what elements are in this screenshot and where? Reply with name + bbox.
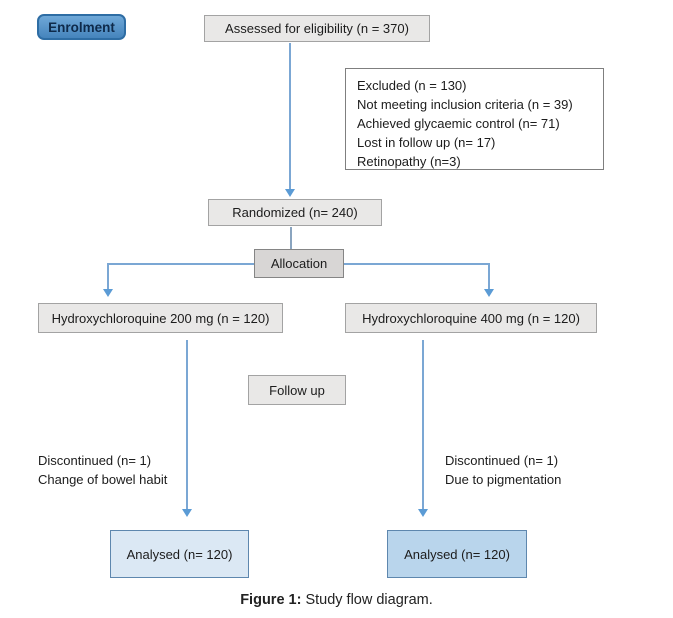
follow-up-stage-badge: Follow up	[248, 375, 346, 405]
arrowhead-down-icon	[484, 289, 494, 297]
discontinued-right-line2: Due to pigmentation	[445, 472, 562, 487]
arm-hydroxychloroquine-400mg-box: Hydroxychloroquine 400 mg (n = 120)	[345, 303, 597, 333]
arrowhead-down-icon	[285, 189, 295, 197]
arrowhead-down-icon	[182, 509, 192, 517]
connector-randomized-to-allocation	[290, 227, 292, 249]
excluded-line: Not meeting inclusion criteria (n = 39)	[357, 97, 573, 112]
excluded-line: Excluded (n = 130)	[357, 78, 467, 93]
arrowhead-down-icon	[418, 509, 428, 517]
excluded-line: Achieved glycaemic control (n= 71)	[357, 116, 560, 131]
discontinued-right-line1: Discontinued (n= 1)	[445, 453, 559, 468]
discontinued-left-line1: Discontinued (n= 1)	[38, 453, 152, 468]
excluded-box: Excluded (n = 130) Not meeting inclusion…	[345, 68, 604, 170]
figure-caption-text: Study flow diagram.	[305, 592, 433, 608]
randomized-box: Randomized (n= 240)	[208, 199, 382, 226]
allocation-stage-badge: Allocation	[254, 249, 344, 278]
assessed-eligibility-box: Assessed for eligibility (n = 370)	[204, 15, 430, 42]
excluded-line: Lost in follow up (n= 17)	[357, 135, 496, 150]
excluded-line: Retinopathy (n=3)	[357, 154, 461, 169]
connector-allocation-right-down	[488, 263, 490, 290]
enrolment-stage-badge: Enrolment	[37, 14, 126, 40]
figure-caption-label: Figure 1:	[240, 592, 302, 608]
discontinued-left-line2: Change of bowel habit	[38, 472, 168, 487]
arm-hydroxychloroquine-200mg-box: Hydroxychloroquine 200 mg (n = 120)	[38, 303, 283, 333]
connector-allocation-left	[108, 263, 254, 265]
analysed-right-box: Analysed (n= 120)	[387, 530, 527, 578]
connector-arm400-to-analysed	[422, 340, 424, 510]
arrowhead-down-icon	[103, 289, 113, 297]
connector-arm200-to-analysed	[186, 340, 188, 510]
discontinued-note-left: Discontinued (n= 1) Change of bowel habi…	[38, 451, 167, 489]
connector-assessed-to-randomized	[289, 43, 291, 191]
discontinued-note-right: Discontinued (n= 1) Due to pigmentation	[445, 451, 561, 489]
connector-allocation-left-down	[107, 263, 109, 290]
connector-allocation-right	[344, 263, 490, 265]
figure-caption: Figure 1:Study flow diagram.	[0, 592, 673, 608]
analysed-left-box: Analysed (n= 120)	[110, 530, 249, 578]
